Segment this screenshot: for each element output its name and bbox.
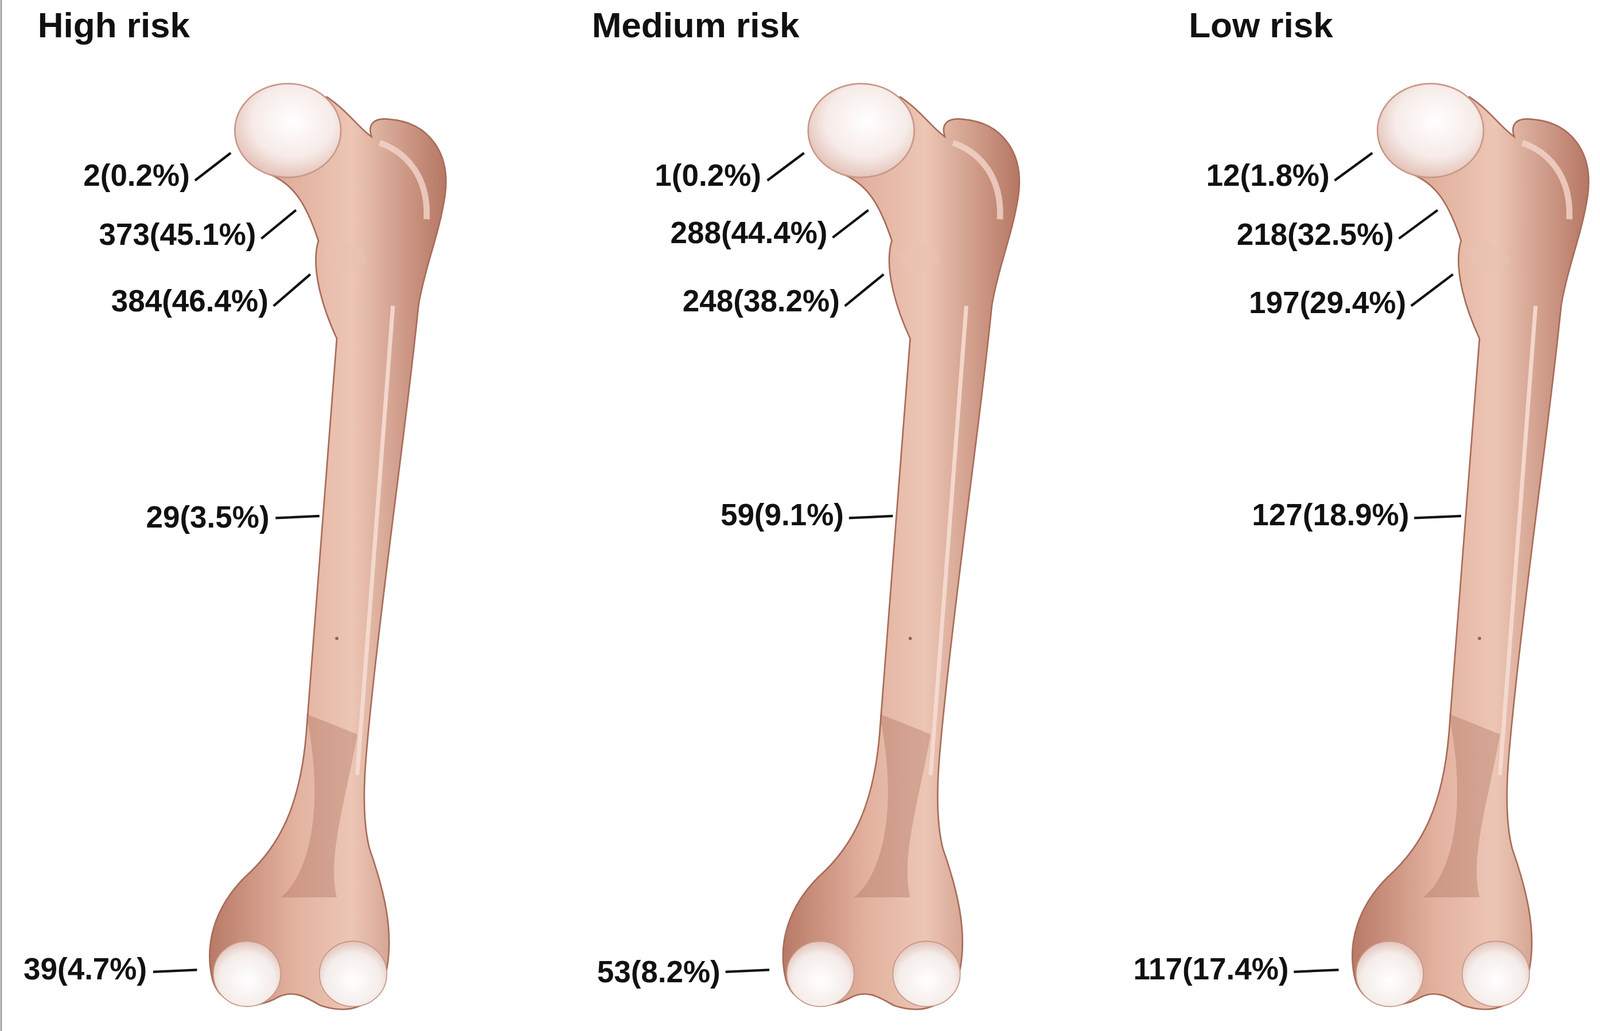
callout-number: 248(38.2%) (682, 284, 840, 318)
callout-number: 117(17.4%) (1133, 952, 1289, 987)
risk-heading: Medium risk (592, 5, 800, 45)
callout-number: 288(44.4%) (670, 215, 828, 249)
callout-number: 373(45.1%) (98, 217, 256, 252)
callout-number: 127(18.9%) (1251, 498, 1409, 532)
callout-number: 2(0.2%) (83, 158, 190, 193)
risk-heading: High risk (37, 5, 190, 45)
callout-number: 29(3.5%) (146, 500, 270, 535)
callout-number: 53(8.2%) (597, 955, 721, 990)
callout-number: 218(32.5%) (1236, 217, 1395, 252)
callout-number: 12(1.8%) (1206, 158, 1330, 193)
leader-lines (153, 153, 1462, 973)
callout-number: 384(46.4%) (111, 284, 269, 318)
risk-heading: Low risk (1188, 5, 1334, 45)
callout-number: 39(4.7%) (23, 952, 147, 987)
callout-number: 1(0.2%) (654, 158, 762, 193)
frame-line (0, 0, 3, 1031)
callout-number: 197(29.4%) (1248, 286, 1407, 320)
callout-number: 59(9.1%) (720, 498, 844, 532)
